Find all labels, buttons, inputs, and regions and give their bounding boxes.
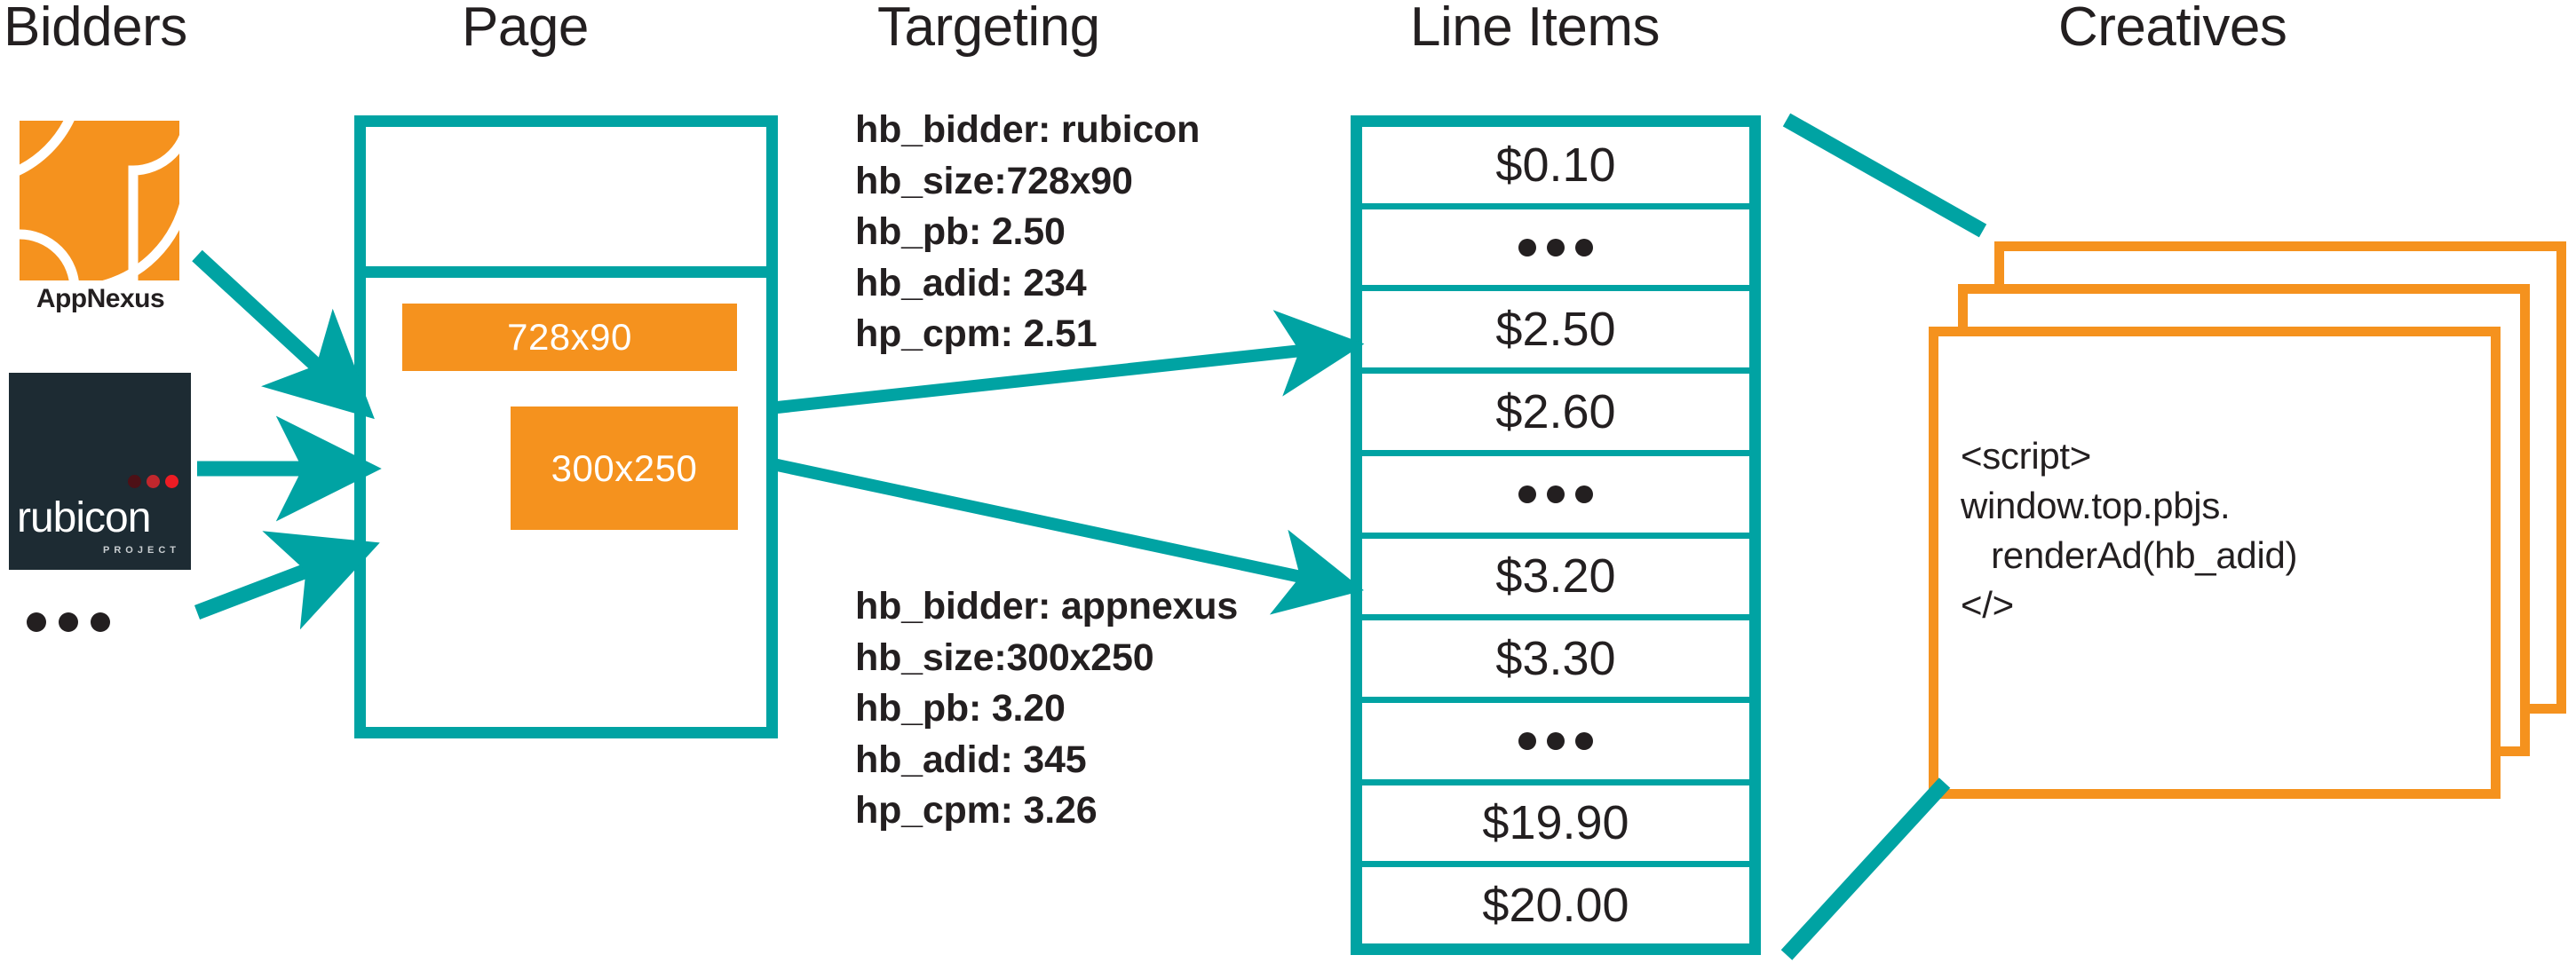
appnexus-logo-icon [20, 121, 179, 280]
ad-slot-728x90[interactable]: 728x90 [402, 304, 737, 371]
line-item-price: $2.60 [1495, 384, 1616, 438]
targeting-line-hb-size: hb_size:728x90 [855, 159, 1133, 202]
line-item-row[interactable]: $2.60 [1362, 374, 1749, 456]
line-item-row[interactable]: $2.50 [1362, 291, 1749, 375]
targeting-line-hb-pb: hb_pb: 3.20 [855, 687, 1066, 730]
arrow-appnexus-to-page [192, 249, 375, 420]
targeting-block-rubicon: hb_bidder: rubicon hb_size:728x90 hb_pb:… [855, 105, 1200, 360]
column-title-targeting: Targeting [877, 0, 1100, 58]
targeting-line-hb-adid: hb_adid: 345 [855, 738, 1087, 781]
targeting-block-appnexus: hb_bidder: appnexus hb_size:300x250 hb_p… [855, 581, 1238, 837]
rubicon-subtitle: PROJECT [103, 545, 180, 556]
targeting-line-hb-adid: hb_adid: 234 [855, 261, 1087, 304]
line-item-price: $20.00 [1482, 879, 1629, 933]
line-item-ellipsis [1518, 731, 1593, 750]
targeting-line-hb-size: hb_size:300x250 [855, 635, 1154, 679]
arrow-page-to-line-item-320 [767, 457, 1364, 615]
line-item-price: $2.50 [1495, 303, 1616, 357]
line-item-price: $3.30 [1495, 632, 1616, 686]
line-item-row[interactable]: $0.10 [1362, 127, 1749, 209]
line-item-row[interactable]: $20.00 [1362, 867, 1749, 943]
line-item-row [1362, 209, 1749, 292]
creative-code-snippet: <script> window.top.pbjs. renderAd(hb_ad… [1961, 435, 2298, 626]
line-item-price: $0.10 [1495, 138, 1616, 192]
page-header-divider [366, 266, 766, 278]
line-item-row [1362, 456, 1749, 539]
rubicon-project-logo-icon: rubicon PROJECT [9, 373, 191, 570]
line-item-row [1362, 703, 1749, 785]
column-title-page: Page [462, 0, 589, 58]
ad-slot-300x250[interactable]: 300x250 [511, 407, 738, 530]
creative-card-front[interactable] [1929, 327, 2501, 799]
targeting-line-hp-cpm: hp_cpm: 3.26 [855, 789, 1098, 833]
column-title-creatives: Creatives [2058, 0, 2287, 58]
more-bidders-ellipsis [27, 612, 110, 632]
connector-line-items-to-creatives-bottom [1780, 778, 1951, 960]
line-items-table: $0.10 $2.50 $2.60 $3.20 $3.30 $19.90 $20… [1351, 115, 1761, 955]
line-item-price: $3.20 [1495, 549, 1616, 604]
page-mock: 728x90 300x250 [354, 115, 778, 738]
targeting-line-hp-cpm: hp_cpm: 2.51 [855, 312, 1098, 356]
targeting-line-hb-bidder: hb_bidder: appnexus [855, 585, 1239, 628]
rubicon-dots [128, 475, 178, 488]
targeting-line-hb-bidder: hb_bidder: rubicon [855, 108, 1201, 151]
targeting-line-hb-pb: hb_pb: 2.50 [855, 210, 1066, 254]
arrow-more-bidders-to-page [194, 531, 380, 630]
line-item-row[interactable]: $3.20 [1362, 539, 1749, 621]
line-item-price: $19.90 [1482, 796, 1629, 850]
column-title-bidders: Bidders [4, 0, 187, 58]
line-item-ellipsis [1518, 485, 1593, 503]
column-title-line-items: Line Items [1410, 0, 1661, 58]
line-item-row[interactable]: $3.30 [1362, 620, 1749, 703]
rubicon-wordmark: rubicon [17, 494, 151, 541]
line-item-ellipsis [1518, 238, 1593, 257]
line-item-row[interactable]: $19.90 [1362, 785, 1749, 868]
connector-line-items-to-creatives-top [1782, 113, 1987, 238]
appnexus-label: AppNexus [36, 284, 165, 313]
